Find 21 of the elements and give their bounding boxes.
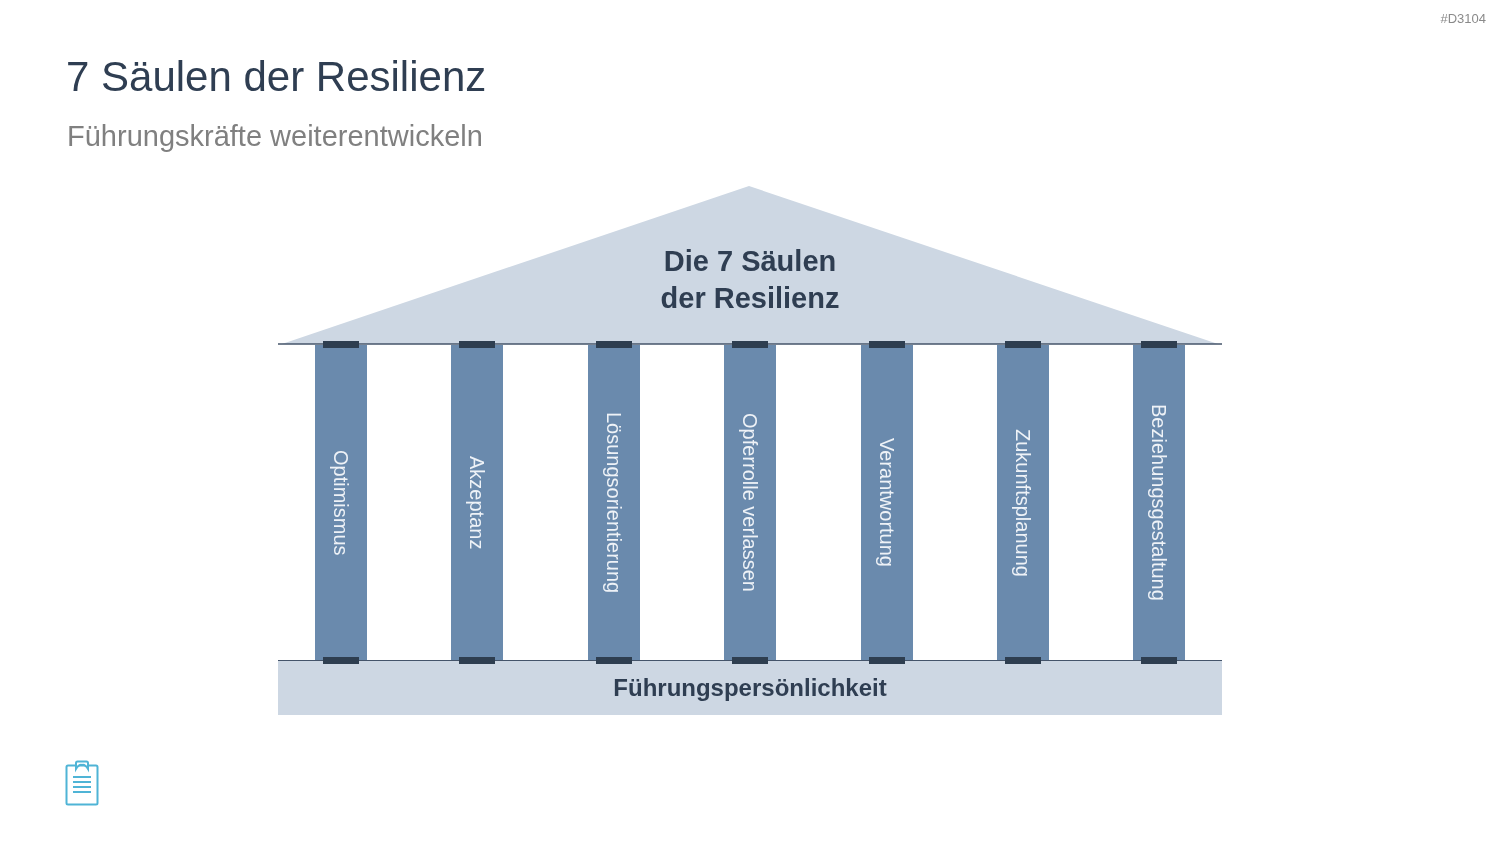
pillar-label: Beziehungsgestaltung bbox=[1147, 404, 1171, 601]
pillar bbox=[997, 345, 1049, 660]
pillar-label: Optimismus bbox=[329, 449, 353, 556]
pillar bbox=[315, 345, 367, 660]
slide-title: 7 Säulen der Resilienz bbox=[66, 52, 487, 102]
pillar bbox=[724, 345, 776, 660]
pillar bbox=[861, 345, 913, 660]
pediment-heading: Die 7 Säulen der Resilienz bbox=[659, 244, 841, 316]
pillar-label: Zukunftsplanung bbox=[1011, 428, 1035, 577]
slide-code: #D3104 bbox=[1440, 11, 1486, 27]
pillar bbox=[588, 345, 640, 660]
pillar bbox=[451, 345, 503, 660]
pillar-label: Akzeptanz bbox=[465, 455, 489, 550]
roof-pediment bbox=[278, 186, 1222, 345]
pillar bbox=[1133, 345, 1185, 660]
slide-subtitle: Führungskräfte weiterentwickeln bbox=[67, 119, 483, 154]
base-slab bbox=[278, 660, 1222, 715]
pillar-label: Opferrolle verlassen bbox=[738, 413, 762, 592]
pillar-label: Verantwortung bbox=[875, 438, 899, 567]
base-label: Führungspersönlichkeit bbox=[613, 673, 887, 703]
pillar-label: Lösungsorientierung bbox=[602, 411, 626, 594]
